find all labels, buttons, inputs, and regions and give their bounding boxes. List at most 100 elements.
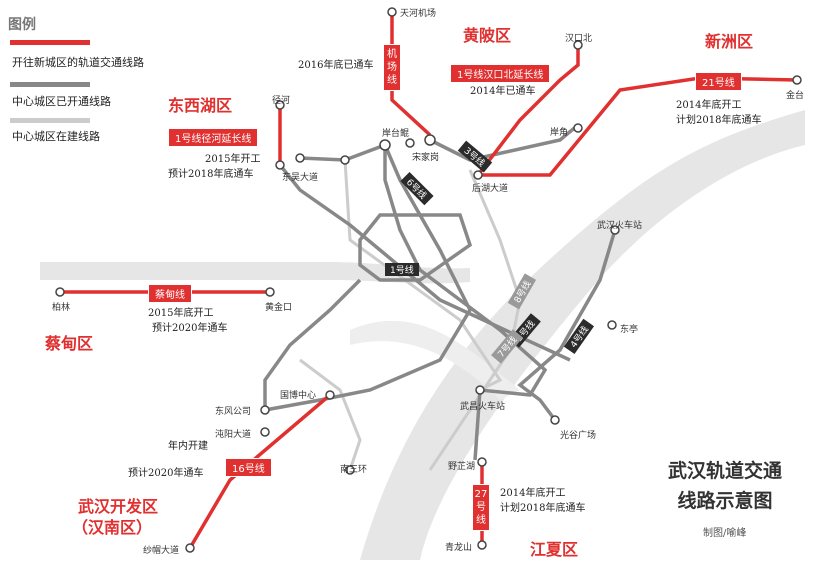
note-line21-finish: 计划2018年底通车 bbox=[676, 115, 762, 126]
station-dot-bailin bbox=[55, 287, 65, 297]
note-line16-finish: 预计2020年通车 bbox=[128, 468, 204, 479]
station-guobo-center: 国博中心 bbox=[280, 391, 317, 401]
note-caidian-finish: 预计2020年通车 bbox=[152, 323, 228, 334]
legend-label-open: 中心城区已开通线路 bbox=[12, 95, 111, 108]
yangtze-river bbox=[360, 110, 805, 560]
station-dot-yezhihu bbox=[477, 457, 487, 467]
district-hannan: （汉南区） bbox=[72, 518, 153, 537]
note-caidian-start: 2015年底开工 bbox=[148, 308, 214, 319]
tag-caidian-line: 蔡甸线 bbox=[148, 284, 192, 303]
station-dot-wuhan-station bbox=[610, 225, 620, 235]
station-tiyuchang: 岸角 bbox=[550, 128, 569, 138]
station-dot-nansanhuan bbox=[345, 465, 355, 475]
line7-building bbox=[343, 159, 503, 392]
station-dot-tiyuchang bbox=[573, 123, 583, 133]
station-dot-zhuanyang bbox=[260, 427, 270, 437]
station-gangtie: 岸台鲲 bbox=[382, 129, 410, 139]
station-jintai: 金台 bbox=[786, 91, 805, 101]
station-dot-wuchang bbox=[475, 385, 485, 395]
legend-swatch-red bbox=[10, 40, 90, 45]
legend-label-building: 中心城区在建线路 bbox=[12, 130, 100, 143]
map-title: 武汉轨道交通 线路示意图 bbox=[655, 456, 795, 516]
station-dot-gangtie bbox=[379, 139, 391, 151]
station-dot-huangjinkou bbox=[265, 287, 275, 297]
line4-open bbox=[517, 229, 617, 422]
map-title-line2: 线路示意图 bbox=[677, 490, 773, 512]
district-dongxihu: 东西湖区 bbox=[168, 96, 233, 115]
station-bailin: 柏林 bbox=[52, 303, 71, 313]
station-markers bbox=[55, 7, 802, 553]
station-guanggu-square: 光谷广场 bbox=[560, 431, 597, 441]
map-title-line1: 武汉轨道交通 bbox=[667, 460, 782, 482]
line1-hankou-north bbox=[476, 42, 580, 177]
note-jinghe-start: 2015年开工 bbox=[205, 154, 261, 165]
station-dongfeng-company: 东风公司 bbox=[215, 407, 252, 417]
station-shamao-ave: 纱帽大道 bbox=[143, 546, 180, 556]
station-dongting: 东亭 bbox=[620, 325, 639, 335]
note-hankou-north: 2014年已通车 bbox=[470, 86, 536, 97]
legend-label-red: 开往新城区的轨道交通线路 bbox=[12, 56, 144, 69]
note-airport: 2016年底已通车 bbox=[298, 60, 374, 71]
station-dot-dongting bbox=[607, 320, 617, 330]
note-jinghe-finish: 预计2018年底通车 bbox=[168, 169, 254, 180]
station-jinghe: 径河 bbox=[272, 96, 291, 106]
district-caidian: 蔡甸区 bbox=[45, 334, 94, 353]
station-wuhan-station: 武汉火车站 bbox=[597, 221, 643, 231]
line-south-building bbox=[299, 358, 362, 471]
line2-open bbox=[383, 145, 548, 461]
map-credit: 制图/喻峰 bbox=[703, 528, 747, 539]
legend-title: 图例 bbox=[8, 17, 36, 33]
station-dot-jinghe bbox=[275, 100, 285, 110]
station-dot-b bbox=[340, 155, 350, 165]
station-dongwu-ave: 东吴大道 bbox=[282, 173, 319, 183]
line-connector-2 bbox=[263, 278, 362, 410]
station-wuchang-station: 武昌火车站 bbox=[460, 402, 506, 412]
legend-swatch-open bbox=[10, 82, 90, 87]
line1-open bbox=[278, 163, 571, 362]
note-line21-start: 2014年底开工 bbox=[676, 100, 742, 111]
airport-line bbox=[390, 14, 432, 137]
tag-line1-jinghe: 1号线径河延长线 bbox=[168, 128, 259, 147]
station-dot-dongfeng bbox=[260, 405, 270, 415]
tag-airport-line: 机场线 bbox=[383, 44, 401, 91]
station-tianhe-airport: 天河机场 bbox=[400, 9, 437, 19]
tag-line21: 21号线 bbox=[695, 72, 742, 91]
lake-river bbox=[350, 320, 520, 400]
district-xinzhou: 新洲区 bbox=[705, 32, 754, 51]
station-qinglongshan: 青龙山 bbox=[445, 543, 473, 553]
legend-swatch-building bbox=[10, 118, 90, 123]
station-dot-shamao bbox=[185, 543, 195, 553]
station-dot-guanggu bbox=[550, 415, 560, 425]
district-huangpi: 黄陂区 bbox=[463, 26, 512, 45]
line3-open bbox=[429, 123, 580, 162]
note-line27-start: 2014年底开工 bbox=[500, 488, 566, 499]
line16 bbox=[188, 393, 332, 549]
station-houhu-ave: 后湖大道 bbox=[472, 184, 509, 194]
tag-line1-hankou-north: 1号线汉口北延长线 bbox=[450, 64, 551, 83]
station-dot-songjiagang bbox=[424, 134, 436, 146]
station-songjiagang: 宋家岗 bbox=[412, 153, 440, 163]
station-zhuanyang-ave: 沌阳大道 bbox=[215, 430, 252, 440]
district-wuhan-dev: 武汉开发区 bbox=[78, 497, 159, 516]
station-dot-houhu bbox=[473, 170, 483, 180]
station-dot-a bbox=[295, 153, 305, 163]
station-yezhihu: 野芷湖 bbox=[448, 462, 476, 472]
district-jiangxia: 江夏区 bbox=[530, 540, 579, 559]
station-dot-guobo bbox=[325, 390, 335, 400]
tag-line1: 1号线 bbox=[385, 263, 419, 276]
station-dot-qinglongshan bbox=[477, 540, 487, 550]
tag-line27: 27号线 bbox=[472, 484, 490, 531]
station-dot-airport bbox=[387, 7, 397, 17]
station-nansanhuan: 南三环 bbox=[340, 465, 368, 475]
station-huangjinkou: 黄金口 bbox=[265, 303, 293, 313]
note-line16-start: 年内开建 bbox=[168, 441, 208, 452]
station-dot-hankou-north bbox=[573, 40, 583, 50]
station-dot-tianyang bbox=[405, 138, 415, 148]
station-dot-dongwu bbox=[275, 160, 285, 170]
tag-line16: 16号线 bbox=[225, 458, 272, 477]
note-line27-finish: 计划2018年底通车 bbox=[500, 503, 586, 514]
station-hankou-north: 汉口北 bbox=[565, 34, 593, 44]
line-loop bbox=[358, 213, 473, 282]
station-dot-jintai bbox=[792, 75, 802, 85]
